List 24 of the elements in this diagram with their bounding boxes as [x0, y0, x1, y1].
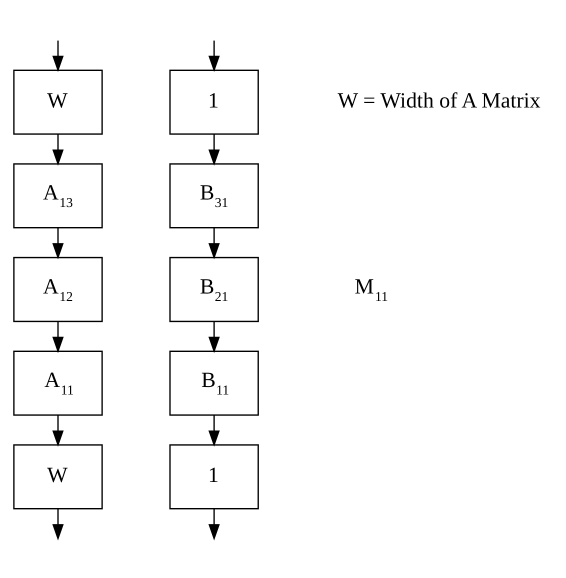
- arrow: [208, 134, 220, 166]
- arrow: [208, 40, 220, 72]
- label: W = Width of A Matrix: [338, 88, 541, 112]
- arrow: [208, 227, 220, 259]
- arrow: [52, 414, 64, 446]
- arrow: [52, 508, 64, 540]
- node-box: A$_{11}$: [13, 350, 103, 416]
- node-box: 1: [169, 69, 259, 134]
- node-box: A$_{12}$: [13, 256, 103, 322]
- node-box: A$_{13}$: [13, 162, 103, 228]
- arrow: [52, 227, 64, 259]
- arrow: [208, 508, 220, 540]
- node-box: B$_{31}$: [169, 162, 259, 228]
- label: M$_{11}$: [354, 274, 388, 304]
- arrow: [208, 414, 220, 446]
- node-box: B$_{21}$: [169, 256, 259, 322]
- node-box: B$_{11}$: [169, 350, 259, 416]
- arrow: [52, 40, 64, 72]
- arrow: [208, 321, 220, 353]
- node-box: 1: [169, 444, 259, 509]
- arrow: [52, 321, 64, 353]
- node-box: W: [13, 69, 103, 134]
- node-box: W: [13, 444, 103, 509]
- arrow: [52, 134, 64, 166]
